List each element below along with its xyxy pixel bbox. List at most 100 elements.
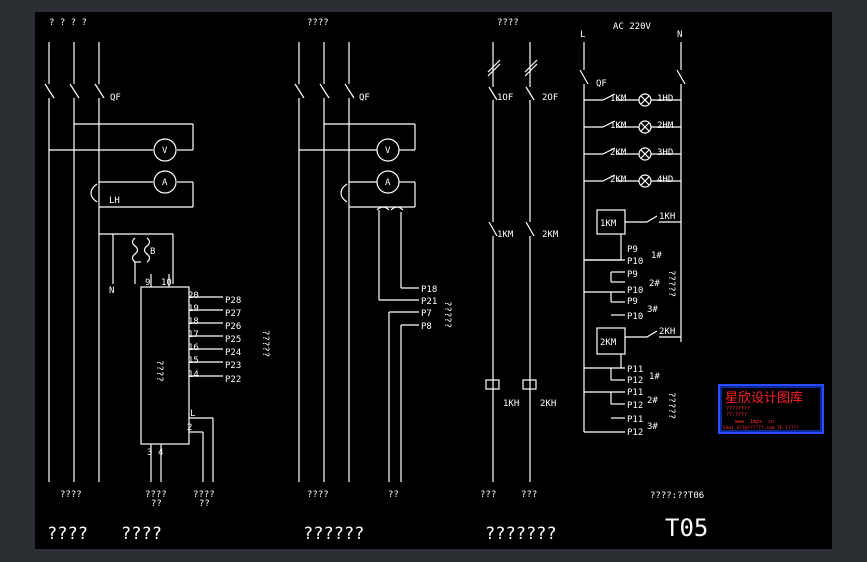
svg-text:P10: P10 — [627, 312, 643, 322]
svg-text:3#: 3# — [647, 422, 658, 432]
mid-ammeter — [376, 170, 400, 194]
watermark-logo: 星欣设计图库 ???????? ??:???? www. 1mpx. cn Em… — [718, 384, 824, 434]
svg-text:17: 17 — [188, 330, 199, 340]
thermal-relay-1kh — [485, 379, 500, 390]
svg-text:P9: P9 — [627, 270, 638, 280]
drawing-sheet: ? ? ? ? QF V A LH B N 9 10 20 19 18 17 1… — [35, 12, 832, 549]
svg-text:P23: P23 — [225, 361, 241, 371]
coil-1km-label: 1KM — [600, 219, 617, 229]
svg-text:2#: 2# — [647, 396, 658, 406]
coil-2km — [596, 327, 626, 355]
title-1: ???? — [47, 524, 88, 544]
sheet-number: T05 — [665, 514, 708, 542]
lh-label: LH — [109, 196, 120, 206]
n-label: N — [109, 286, 114, 296]
svg-text:1#: 1# — [651, 251, 662, 261]
breaker-lines — [487, 42, 538, 482]
bottom-label-5: ?? — [388, 490, 399, 500]
pin-2: 2 — [187, 423, 192, 433]
pin-4: 4 — [158, 448, 163, 458]
svg-text:P28: P28 — [225, 296, 241, 306]
mid-bus-lines — [294, 42, 419, 482]
lamp-2hm: 2HM — [657, 121, 674, 131]
svg-text:16: 16 — [188, 343, 199, 353]
svg-text:P18: P18 — [421, 285, 437, 295]
svg-text:Emai 4??@??????.com TE:1????: Emai 4??@??????.com TE:1???? — [723, 425, 799, 431]
title-3: ?????? — [303, 524, 364, 544]
bottom-label-4: ???? — [307, 490, 329, 500]
voltmeter-label: V — [162, 146, 168, 156]
svg-text:P12: P12 — [627, 376, 643, 386]
lamp-switch-1km: 1KM — [610, 94, 627, 104]
lamp-3hd: 3HD — [657, 148, 673, 158]
control-note-1: ????? — [666, 270, 676, 297]
meter-port-labels: P28 P27 P26 P25 P24 P23 P22 — [225, 296, 241, 385]
control-ports-1: P9 P10 P9 P10 P9 P10 — [627, 245, 643, 322]
b-label: B — [150, 247, 155, 257]
contact-2kh: 2KH — [659, 327, 675, 337]
mid-voltmeter — [376, 138, 400, 162]
meter-box-label: ???? — [154, 360, 164, 382]
lamp-switch-1km-2: 1KM — [610, 121, 627, 131]
svg-text:??:????: ??:???? — [726, 412, 747, 418]
svg-text:P8: P8 — [421, 322, 432, 332]
svg-text:P11: P11 — [627, 415, 643, 425]
svg-text:P21: P21 — [421, 297, 437, 307]
bottom-label-2: ???? — [145, 490, 167, 500]
relay-2kh: 2KH — [540, 399, 556, 409]
mid-header: ???? — [307, 18, 329, 28]
thermal-relay-2kh — [522, 379, 537, 390]
svg-text:18: 18 — [188, 317, 199, 327]
bottom-label-3b: ?? — [199, 499, 210, 509]
phase-n: N — [677, 30, 682, 40]
svg-text:14: 14 — [188, 370, 199, 380]
lamp-switch-2km-2: 2KM — [610, 175, 627, 185]
watermark-title: 星欣设计图库 — [725, 390, 803, 406]
phase-l: L — [580, 30, 585, 40]
control-header: ???? — [497, 18, 519, 28]
bottom-label-3: ???? — [193, 490, 215, 500]
contactor-2km: 2KM — [542, 230, 559, 240]
meter-unit-box — [140, 286, 190, 445]
mid-port-labels: P18 P21 P7 P8 — [421, 285, 437, 332]
mid-voltmeter-label: V — [385, 146, 391, 156]
group-labels-2: 1# 2# 3# — [647, 372, 660, 432]
bottom-label-7: ??? — [521, 490, 537, 500]
bottom-label-1: ???? — [60, 490, 82, 500]
meter-side-note: ????? — [260, 330, 270, 357]
lamp-4hd: 4HD — [657, 175, 673, 185]
pin-l: L — [190, 409, 195, 419]
mid-ammeter-label: A — [385, 178, 391, 188]
svg-text:P27: P27 — [225, 309, 241, 319]
supply-label: AC 220V — [613, 22, 652, 32]
left-bus-lines — [44, 42, 223, 482]
meter-pin-numbers: 20 19 18 17 16 15 14 — [188, 291, 199, 380]
transformer-b — [131, 237, 151, 263]
mid-note: ????? — [442, 301, 452, 328]
breaker-2of: 2OF — [542, 93, 558, 103]
title-4: ??????? — [485, 524, 557, 544]
svg-text:P25: P25 — [225, 335, 241, 345]
control-qf-label: QF — [596, 79, 607, 89]
svg-text:3#: 3# — [647, 305, 658, 315]
mid-current-transformer — [340, 183, 348, 203]
control-note-2: ????? — [666, 392, 676, 419]
svg-text:www. 1mpx. cn: www. 1mpx. cn — [735, 419, 774, 425]
svg-text:19: 19 — [188, 304, 199, 314]
pin-9: 9 — [145, 278, 150, 288]
relay-1kh: 1KH — [503, 399, 519, 409]
svg-text:20: 20 — [188, 291, 199, 301]
title-2: ???? — [121, 524, 162, 544]
control-lines — [579, 42, 686, 433]
svg-text:P10: P10 — [627, 286, 643, 296]
svg-text:P11: P11 — [627, 365, 643, 375]
svg-text:P11: P11 — [627, 388, 643, 398]
svg-text:P9: P9 — [627, 297, 638, 307]
svg-text:P12: P12 — [627, 401, 643, 411]
coil-1km — [596, 209, 626, 235]
svg-text:2#: 2# — [649, 279, 660, 289]
svg-text:P10: P10 — [627, 257, 643, 267]
pin-10: 10 — [161, 278, 172, 288]
ammeter-label: A — [162, 178, 168, 188]
left-qf-label: QF — [110, 93, 121, 103]
